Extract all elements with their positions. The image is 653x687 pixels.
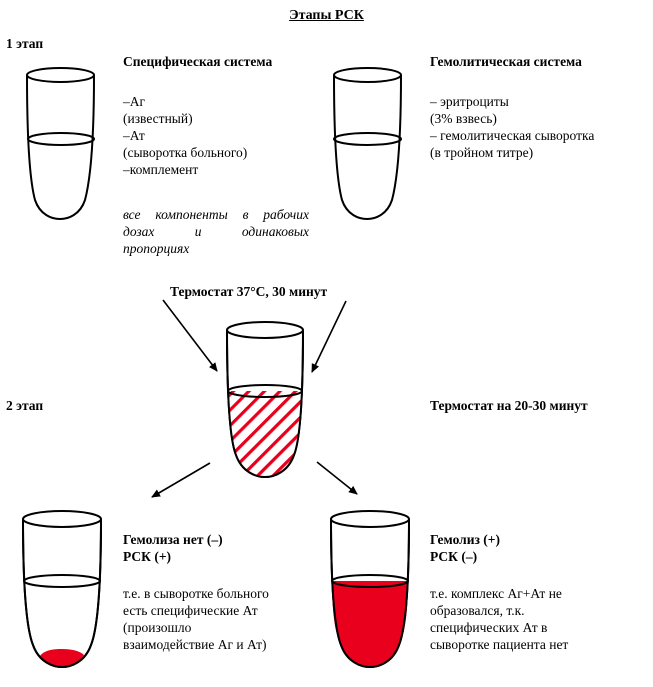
specific-line-antigen: –Аг bbox=[123, 94, 146, 109]
negative-line-2: есть специфические Ат bbox=[123, 603, 258, 618]
hemolytic-line-suspension: (3% взвесь) bbox=[430, 111, 497, 126]
hemolytic-system-heading: Гемолитическая система bbox=[430, 54, 582, 69]
negative-line-3: (произошло bbox=[123, 620, 192, 635]
negative-line-1: т.е. в сыворотке больного bbox=[123, 586, 269, 601]
tube-no-hemolysis bbox=[22, 510, 102, 669]
arrows bbox=[151, 299, 358, 498]
tube-specific-system bbox=[26, 67, 95, 221]
positive-line-2: образовался, т.к. bbox=[430, 603, 525, 618]
erythrocyte-sediment bbox=[40, 649, 84, 667]
hemolyzed-liquid bbox=[332, 581, 408, 667]
specific-line-antibody: –Ат bbox=[123, 128, 145, 143]
hemolytic-line-serum: – гемолитическая сыворотка bbox=[430, 128, 595, 143]
arrow-in-right bbox=[311, 300, 347, 373]
negative-heading-rsk: РСК (+) bbox=[123, 549, 172, 564]
positive-line-3: специфических Ат в bbox=[430, 620, 548, 635]
positive-heading-hemolysis: Гемолиз (+) bbox=[430, 532, 500, 547]
stage-2-label: 2 этап bbox=[6, 398, 44, 413]
specific-note-line-3: пропорциях bbox=[123, 241, 190, 256]
tube-incubation-mixture bbox=[226, 321, 304, 479]
tube-hemolysis bbox=[330, 510, 410, 669]
arrow-in-left bbox=[162, 299, 218, 372]
specific-line-known: (известный) bbox=[123, 111, 193, 126]
page-title: Этапы РСК bbox=[289, 8, 364, 23]
tube-hemolytic-system bbox=[333, 67, 402, 221]
specific-line-complement: –комплемент bbox=[123, 162, 199, 177]
negative-heading-hemolysis: Гемолиза нет (–) bbox=[123, 532, 223, 547]
positive-line-1: т.е. комплекс Аг+Ат не bbox=[430, 586, 562, 601]
positive-line-4: сыворотке пациента нет bbox=[430, 637, 569, 652]
thermostat-2-label: Термостат на 20-30 минут bbox=[430, 398, 588, 413]
specific-note-line-1: все компоненты в рабочих bbox=[123, 207, 309, 222]
specific-line-patient-serum: (сыворотка больного) bbox=[123, 145, 248, 160]
specific-system-heading: Специфическая система bbox=[123, 54, 273, 69]
arrow-out-right bbox=[316, 461, 358, 495]
specific-note-line-2: дозах и одинаковых bbox=[123, 224, 309, 239]
positive-heading-rsk: РСК (–) bbox=[430, 549, 478, 564]
arrow-out-left bbox=[151, 462, 211, 498]
hemolytic-line-titer: (в тройном титре) bbox=[430, 145, 534, 160]
negative-line-4: взаимодействие Аг и Ат) bbox=[123, 637, 267, 652]
thermostat-1-label: Термостат 37°С, 30 минут bbox=[170, 284, 328, 299]
hemolytic-line-erythrocytes: – эритроциты bbox=[430, 94, 509, 109]
stage-1-label: 1 этап bbox=[6, 36, 44, 51]
